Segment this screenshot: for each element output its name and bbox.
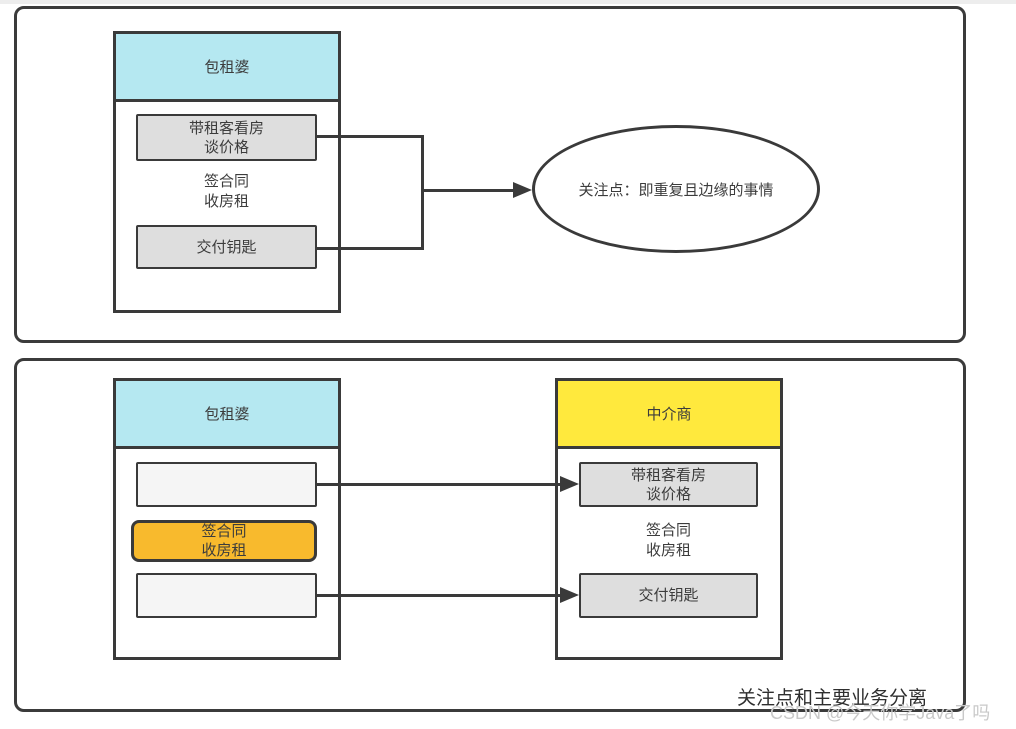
agent-title: 中介商 bbox=[646, 406, 692, 423]
task-show-rooms-agent: 带租客看房 谈价格 bbox=[579, 462, 758, 507]
delegation-arrowhead-2-icon bbox=[560, 587, 579, 603]
main-business-box-line1: 签合同 bbox=[201, 523, 247, 540]
main-business-line2: 收房租 bbox=[203, 193, 249, 210]
connector-line-task2 bbox=[317, 247, 424, 250]
task-show-rooms-agent-line2: 谈价格 bbox=[645, 485, 691, 503]
delegated-slot-1 bbox=[136, 462, 317, 507]
task-show-rooms-agent-line1: 带租客看房 bbox=[630, 466, 706, 484]
delegation-arrowhead-1-icon bbox=[560, 476, 579, 492]
task-deliver-keys-label: 交付钥匙 bbox=[196, 238, 257, 256]
page-top-edge bbox=[0, 0, 1016, 4]
main-business-box: 签合同 收房租 bbox=[131, 520, 317, 562]
agent-header: 中介商 bbox=[558, 381, 780, 449]
landlady-title-bottom: 包租婆 bbox=[204, 406, 250, 423]
connector-bracket-vertical bbox=[421, 135, 424, 250]
concern-ellipse: 关注点：即重复且边缘的事情 bbox=[532, 125, 820, 253]
task-deliver-keys-top: 交付钥匙 bbox=[136, 225, 317, 269]
arrowhead-right-icon bbox=[513, 182, 532, 198]
delegation-arrow-shaft-1 bbox=[317, 483, 561, 486]
main-business-text-agent: 签合同 收房租 bbox=[579, 520, 758, 562]
diagram-caption: 关注点和主要业务分离 bbox=[737, 688, 928, 709]
main-business-agent-line1: 签合同 bbox=[645, 522, 691, 539]
task-show-rooms-line1: 带租客看房 bbox=[188, 119, 264, 137]
landlady-title-top: 包租婆 bbox=[204, 59, 250, 76]
landlady-header-top: 包租婆 bbox=[116, 34, 338, 102]
delegation-arrow-shaft-2 bbox=[317, 594, 561, 597]
csdn-watermark: CSDN @今天你学Java了吗 bbox=[770, 703, 991, 723]
main-business-agent-line2: 收房租 bbox=[645, 542, 691, 559]
landlady-header-bottom: 包租婆 bbox=[116, 381, 338, 449]
concern-label: 关注点：即重复且边缘的事情 bbox=[578, 181, 774, 199]
delegated-slot-2 bbox=[136, 573, 317, 618]
task-deliver-keys-agent: 交付钥匙 bbox=[579, 573, 758, 618]
task-show-rooms-top: 带租客看房 谈价格 bbox=[136, 114, 317, 161]
task-show-rooms-line2: 谈价格 bbox=[203, 138, 249, 156]
connector-line-task1 bbox=[317, 135, 424, 138]
connector-arrow-shaft bbox=[424, 189, 513, 192]
main-business-text-top: 签合同 收房租 bbox=[136, 171, 317, 213]
main-business-box-line2: 收房租 bbox=[201, 542, 247, 559]
task-deliver-keys-agent-label: 交付钥匙 bbox=[638, 587, 699, 604]
main-business-line1: 签合同 bbox=[203, 173, 249, 190]
